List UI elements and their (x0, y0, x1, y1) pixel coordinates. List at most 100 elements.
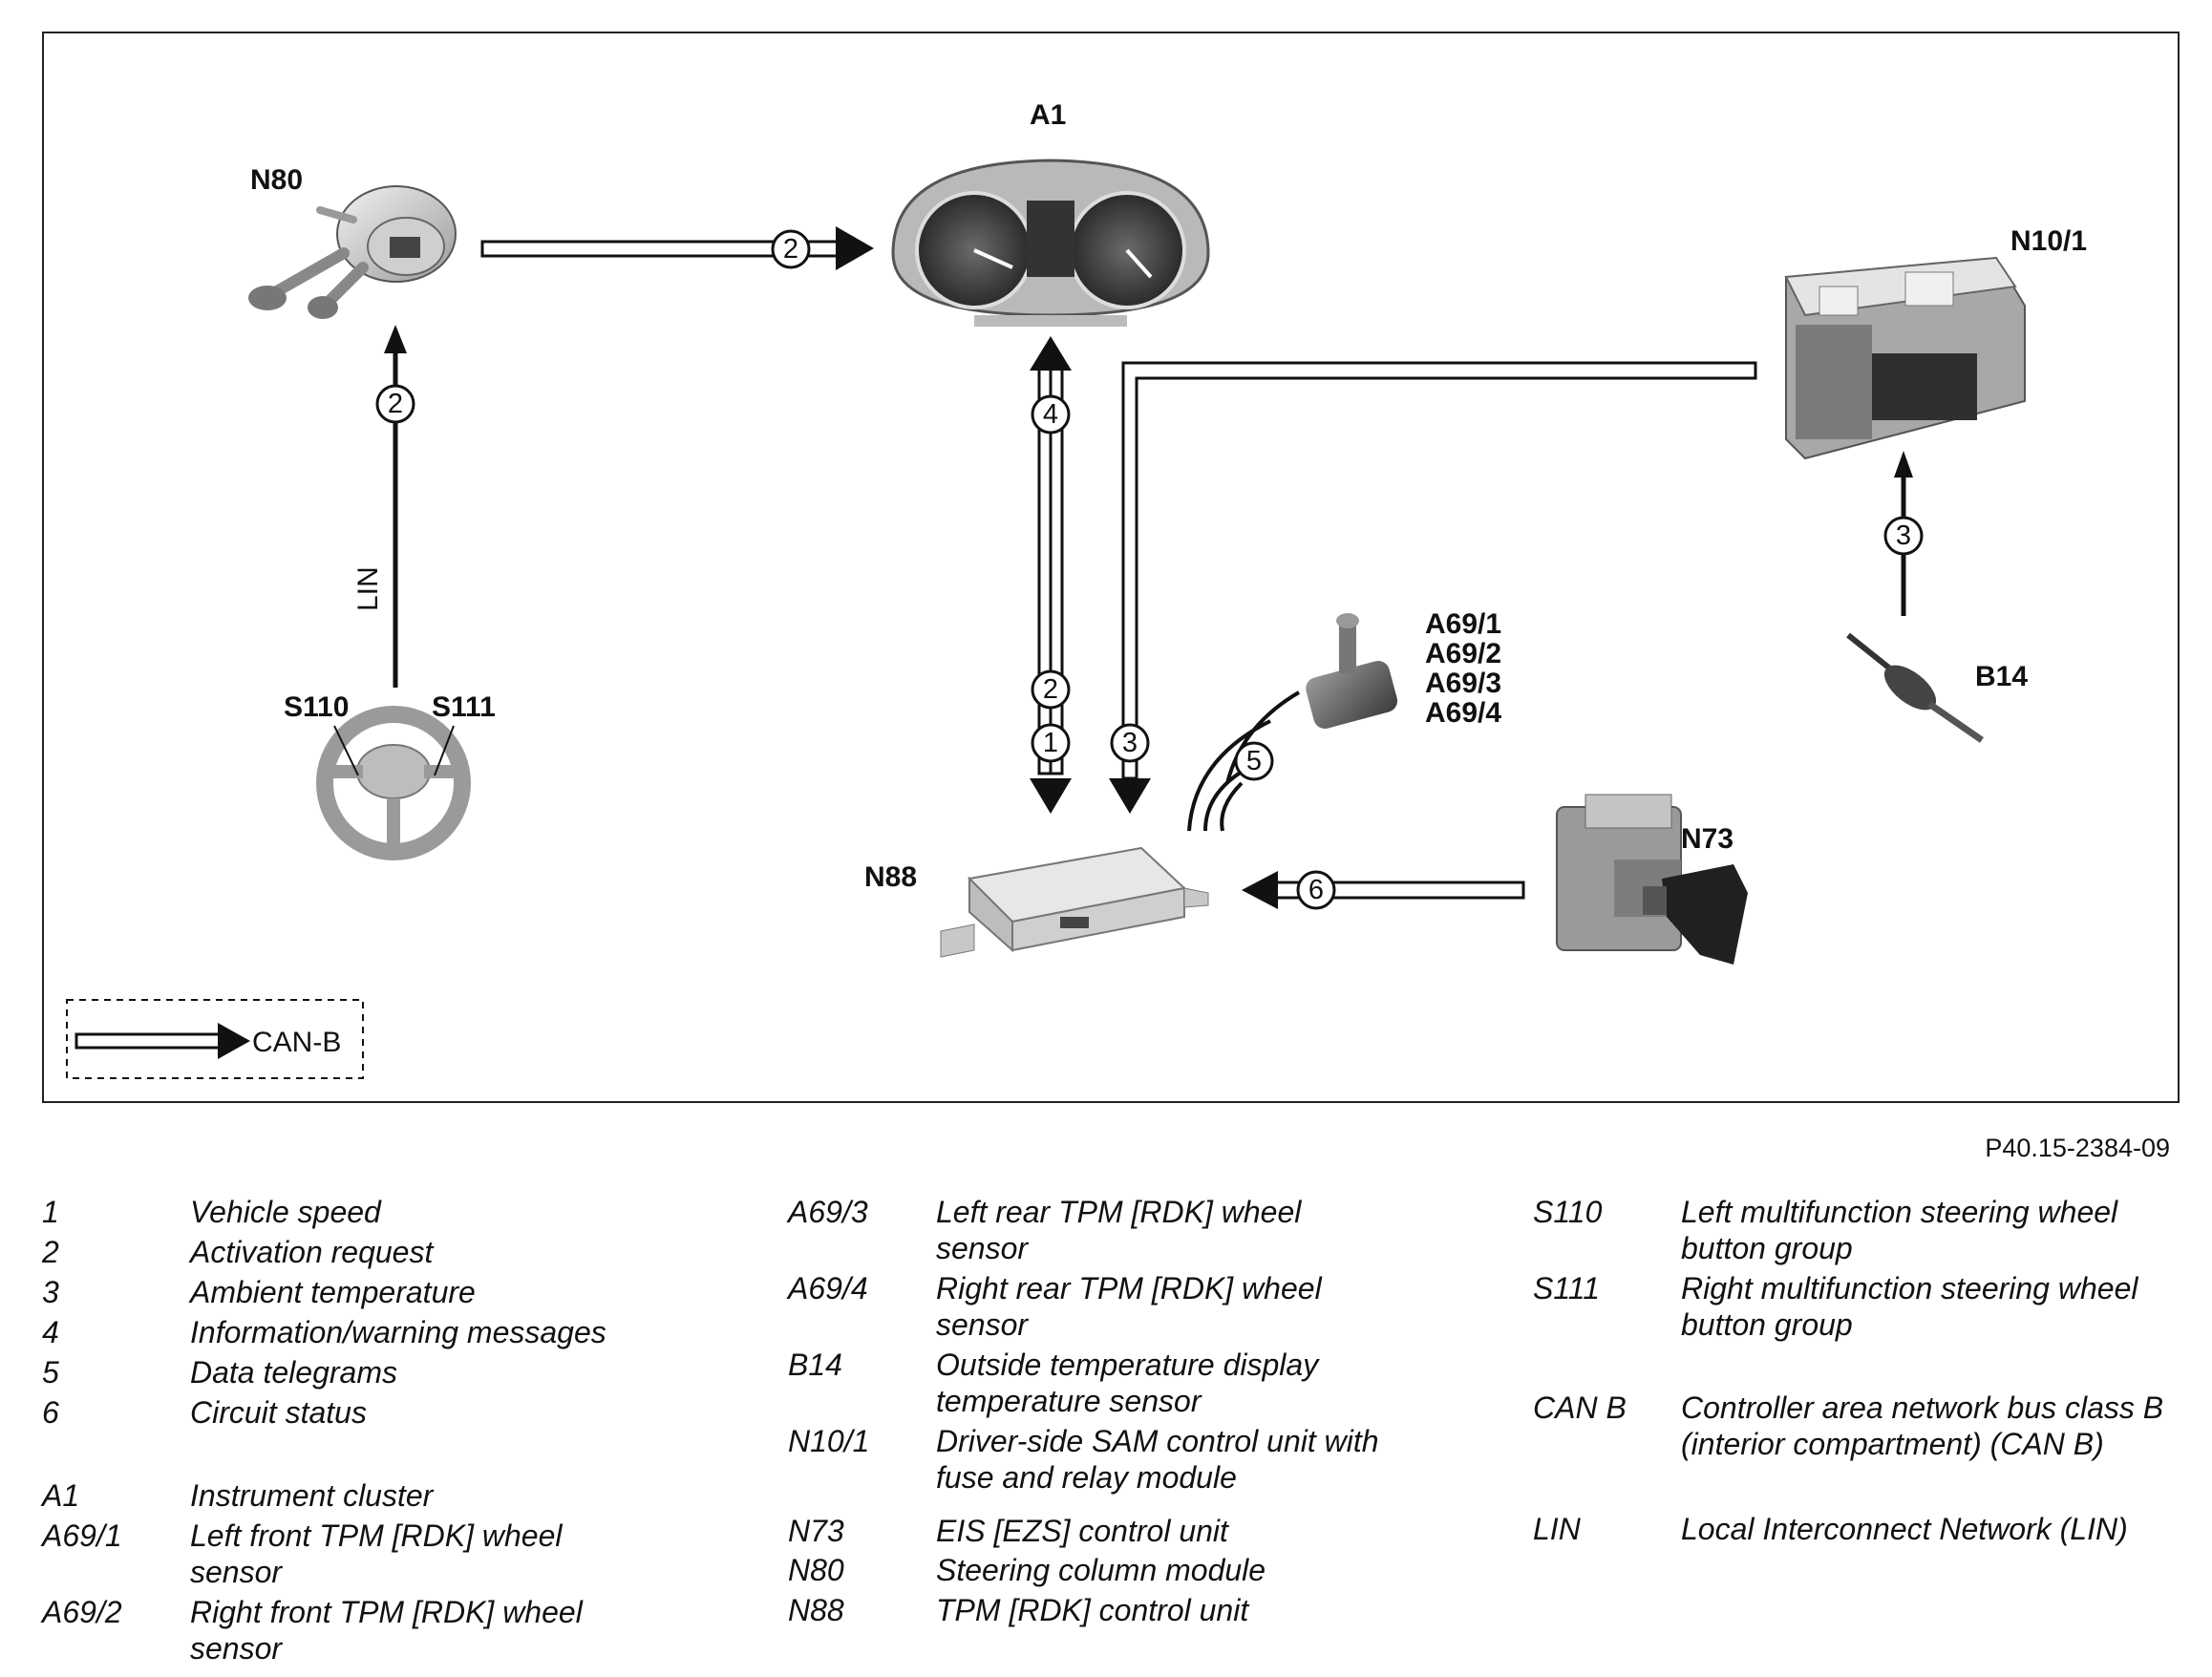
legend-description: sensor (190, 1631, 283, 1666)
legend-description: Circuit status (190, 1395, 367, 1430)
legend-description: Activation request (190, 1235, 434, 1269)
can-line-n73-n88 (1242, 871, 1525, 909)
legend-description: sensor (936, 1307, 1029, 1342)
legend-key: 5 (42, 1355, 59, 1390)
can-b-legend: CAN-B (66, 999, 364, 1079)
legend-description: Right multifunction steering wheel (1681, 1271, 2138, 1306)
legend-key: N10/1 (788, 1424, 870, 1458)
network-diagram: 2 2 4 2 1 3 3 5 6 N80 A1 N10/1 S110 S111… (66, 99, 2087, 1079)
legend-key: 2 (42, 1235, 59, 1269)
label-a1: A1 (1030, 99, 1066, 131)
legend-key: A69/4 (788, 1271, 868, 1306)
signal-number-vehicle-speed: 1 (1031, 723, 1071, 763)
legend-key: CAN B (1533, 1390, 1627, 1425)
legend-description: sensor (936, 1231, 1029, 1265)
svg-text:2: 2 (1043, 674, 1058, 705)
tire-pressure-sensor-illustration (1306, 613, 1398, 729)
legend-description: button group (1681, 1231, 1853, 1265)
legend-description: Ambient temperature (190, 1275, 476, 1309)
svg-text:2: 2 (783, 234, 798, 265)
pointer-s111 (434, 725, 455, 776)
label-n88: N88 (864, 861, 917, 893)
label-n80: N80 (250, 164, 303, 196)
legend-key: N73 (788, 1514, 844, 1548)
legend-key: N88 (788, 1593, 844, 1627)
temperature-sensor-illustration (1846, 632, 1984, 743)
legend-key: A1 (42, 1478, 80, 1513)
svg-text:1: 1 (1043, 728, 1058, 758)
can-line-n80-a1 (480, 226, 874, 270)
legend-description: Left multifunction steering wheel (1681, 1195, 2118, 1229)
svg-text:6: 6 (1308, 875, 1324, 905)
legend-description: Left rear TPM [RDK] wheel (936, 1195, 1302, 1229)
legend-description: Instrument cluster (190, 1478, 434, 1513)
tpm-control-unit-illustration (940, 846, 1209, 958)
legend-description: (interior compartment) (CAN B) (1681, 1427, 2104, 1461)
legend-description: TPM [RDK] control unit (936, 1593, 1249, 1627)
signal-number-data-telegrams: 5 (1234, 741, 1274, 781)
instrument-cluster-illustration (891, 159, 1210, 327)
svg-text:3: 3 (1122, 728, 1138, 758)
svg-text:2: 2 (388, 389, 403, 419)
label-lin-bus: LIN (352, 566, 384, 611)
label-a69-1: A69/1 (1425, 608, 1501, 640)
svg-text:4: 4 (1043, 399, 1058, 430)
figure-reference: P40.15-2384-09 (1985, 1134, 2170, 1162)
signal-number-n10-n88: 3 (1110, 723, 1150, 763)
label-s110: S110 (284, 691, 349, 723)
legend-key: A69/2 (42, 1595, 122, 1629)
legend-description: Vehicle speed (190, 1195, 381, 1229)
legend-key: B14 (788, 1348, 842, 1382)
legend-description: Left front TPM [RDK] wheel (190, 1518, 563, 1553)
svg-text:CAN-B: CAN-B (252, 1027, 341, 1058)
legend-description: sensor (190, 1555, 283, 1589)
eis-ignition-switch-illustration (1556, 794, 1748, 965)
label-n73: N73 (1681, 823, 1733, 855)
signal-number-n80-a1: 2 (771, 229, 811, 269)
legend-key: S110 (1533, 1195, 1603, 1229)
label-a69-4: A69/4 (1425, 697, 1501, 729)
legend-key: LIN (1533, 1512, 1581, 1546)
legend-key: A69/1 (42, 1518, 122, 1553)
label-n10-1: N10/1 (2010, 225, 2087, 257)
steering-wheel-illustration (316, 706, 471, 860)
legend-description: Outside temperature display (936, 1348, 1319, 1382)
pointer-s110 (333, 725, 359, 776)
legend-description: Right rear TPM [RDK] wheel (936, 1271, 1322, 1306)
signal-number-n73-n88: 6 (1296, 870, 1336, 910)
legend-description: Right front TPM [RDK] wheel (190, 1595, 583, 1629)
legend-key: 4 (42, 1315, 59, 1349)
svg-text:3: 3 (1896, 520, 1911, 551)
label-a69-3: A69/3 (1425, 668, 1501, 699)
signal-number-b14-n10: 3 (1883, 516, 1924, 556)
legend-key: A69/3 (788, 1195, 868, 1229)
legend-key: 6 (42, 1395, 59, 1430)
legend-description: temperature sensor (936, 1384, 1202, 1418)
legend-description: fuse and relay module (936, 1460, 1237, 1495)
signal-number-info-messages: 4 (1031, 394, 1071, 435)
legend-description: Data telegrams (190, 1355, 397, 1390)
legend-description: EIS [EZS] control unit (936, 1514, 1228, 1548)
legend-key: 3 (42, 1275, 59, 1309)
label-s111: S111 (432, 691, 496, 723)
steering-column-module-illustration (248, 185, 457, 319)
legend-description: Controller area network bus class B (1681, 1390, 2164, 1425)
can-line-n10-n88 (1109, 361, 1757, 814)
svg-text:5: 5 (1246, 746, 1262, 776)
legend-description: Driver-side SAM control unit with (936, 1424, 1379, 1458)
legend-description: button group (1681, 1307, 1853, 1342)
lin-line-s110-n80 (384, 325, 407, 688)
legend-key: 1 (42, 1195, 59, 1229)
label-a69-2: A69/2 (1425, 638, 1501, 669)
signal-number-s110-n80: 2 (375, 384, 415, 424)
label-b14: B14 (1975, 661, 2028, 692)
signal-number-activation: 2 (1031, 669, 1071, 710)
radio-waves (1187, 690, 1301, 832)
legend-description: Information/warning messages (190, 1315, 606, 1349)
legend-description: Steering column module (936, 1553, 1266, 1587)
legend-description: Local Interconnect Network (LIN) (1681, 1512, 2128, 1546)
legend-key: S111 (1533, 1271, 1600, 1306)
sam-control-unit-illustration (1784, 256, 2026, 460)
diagram-frame (42, 32, 2180, 1103)
legend-key: N80 (788, 1553, 844, 1587)
